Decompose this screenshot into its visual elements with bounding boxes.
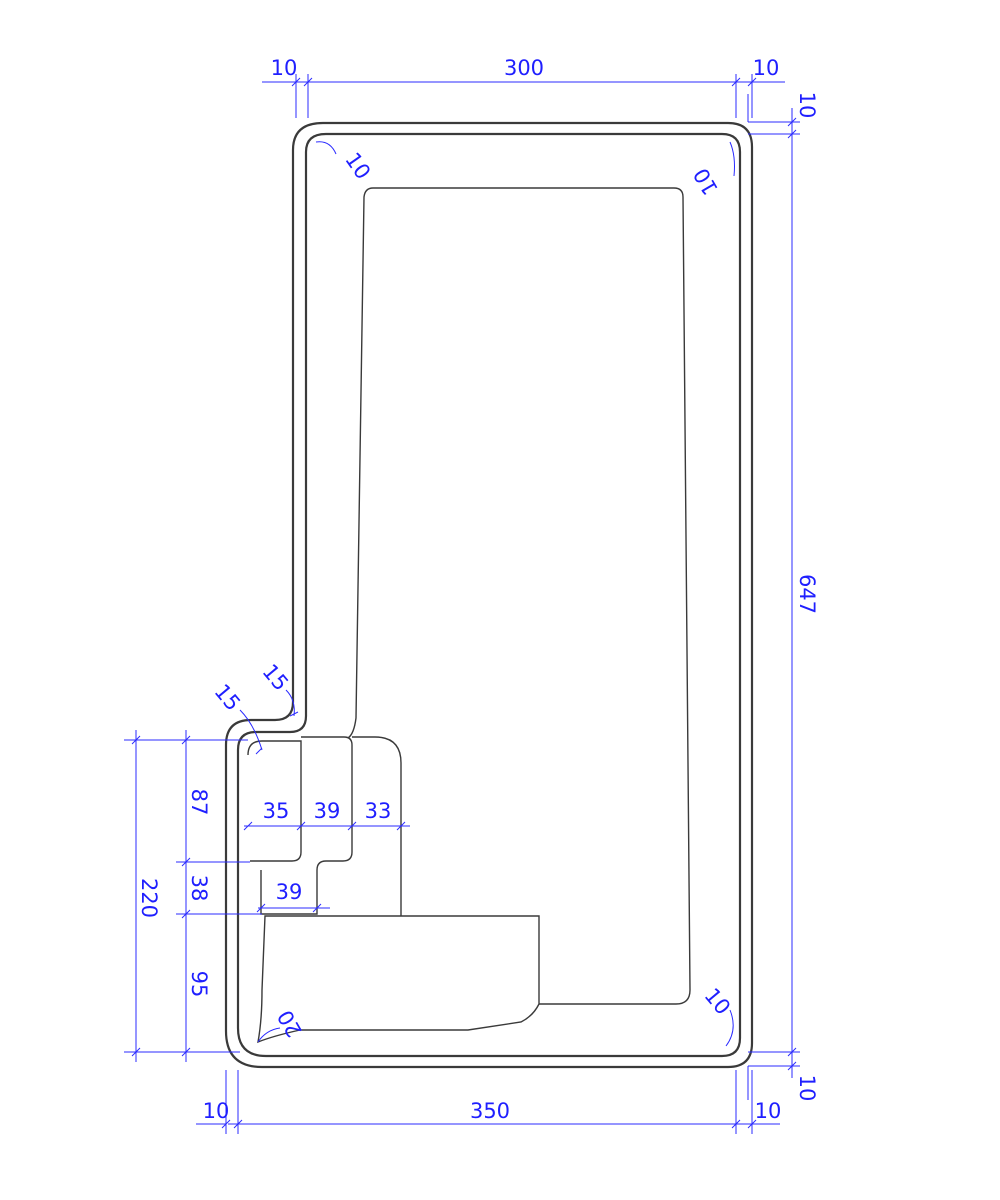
dim-seat-height: 220 bbox=[137, 878, 161, 918]
dim-step-width-d: 39 bbox=[276, 880, 303, 904]
step-block-right bbox=[352, 736, 402, 916]
dim-step-width-b: 39 bbox=[314, 799, 341, 823]
step-width-dimension-group bbox=[243, 821, 410, 913]
right-dimension-group bbox=[747, 94, 800, 1100]
radius-arcs-group bbox=[239, 141, 735, 1047]
pool-inner-outline bbox=[236, 132, 742, 1058]
dim-step-upper: 87 bbox=[187, 789, 211, 816]
step-block-upper bbox=[247, 740, 302, 862]
dim-bottom-width: 350 bbox=[470, 1099, 510, 1123]
pool-deep-area-left bbox=[347, 187, 374, 739]
radius-notch-outer: 15 bbox=[258, 660, 294, 696]
radius-bottom-right: 10 bbox=[700, 984, 736, 1020]
dim-step-middle: 38 bbox=[187, 875, 211, 902]
radius-top-right: 10 bbox=[689, 164, 723, 199]
step-block-middle bbox=[260, 736, 353, 915]
dim-bottom-right-margin: 10 bbox=[755, 1099, 782, 1123]
radius-notch-inner: 15 bbox=[210, 680, 246, 716]
dim-top-width: 300 bbox=[504, 56, 544, 80]
dim-overall-height: 647 bbox=[795, 574, 819, 614]
dim-right-bottom-margin: 10 bbox=[795, 1075, 819, 1102]
dim-step-width-a: 35 bbox=[263, 799, 290, 823]
dim-step-width-c: 33 bbox=[365, 799, 392, 823]
dim-right-top-margin: 10 bbox=[795, 92, 819, 119]
top-dimension-group bbox=[262, 74, 785, 118]
seat-bench bbox=[257, 915, 540, 1044]
bottom-dimension-group bbox=[196, 1070, 780, 1134]
pool-deep-area bbox=[373, 187, 691, 1005]
dim-step-lower: 95 bbox=[187, 971, 211, 998]
left-dimension-group bbox=[124, 730, 262, 1062]
dim-bottom-left-margin: 10 bbox=[203, 1099, 230, 1123]
dim-top-left-margin: 10 bbox=[271, 56, 298, 80]
dim-top-right-margin: 10 bbox=[753, 56, 780, 80]
radius-top-left: 10 bbox=[340, 148, 375, 184]
